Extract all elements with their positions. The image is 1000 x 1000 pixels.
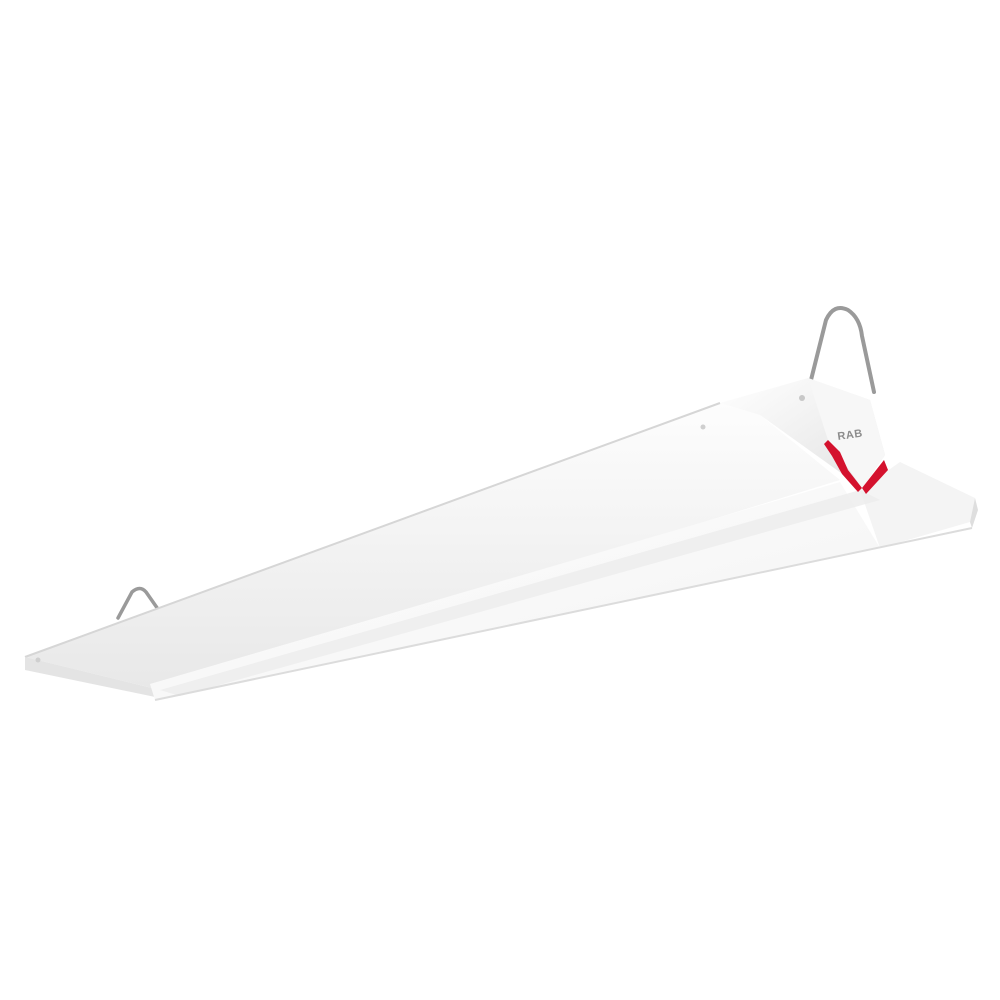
- fixture-housing-right: [860, 462, 978, 548]
- housing-screw: [700, 424, 706, 430]
- fixture-lens: [150, 482, 973, 701]
- brand-mark: RAB: [837, 428, 864, 443]
- left-wire-hanger-icon: [116, 586, 162, 620]
- fixture-housing: [24, 402, 840, 698]
- driver-screw: [799, 395, 805, 401]
- housing-screw-left: [35, 657, 41, 663]
- right-wire-hanger-icon: [806, 306, 876, 394]
- red-clip-icon: [824, 440, 888, 494]
